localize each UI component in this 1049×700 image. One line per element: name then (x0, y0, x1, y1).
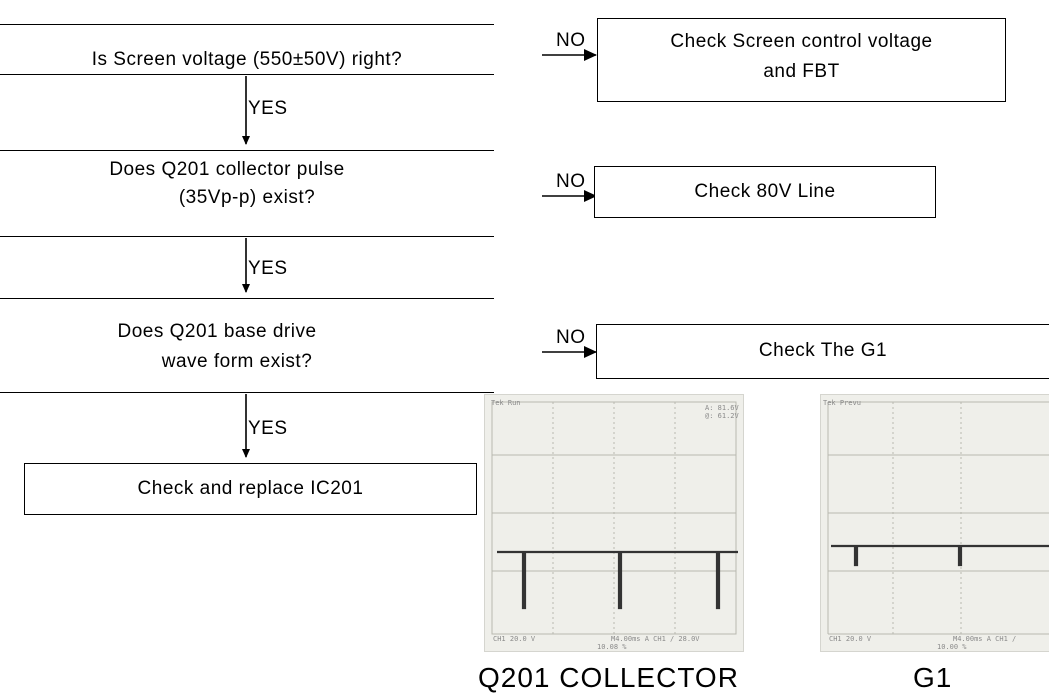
scope-grid (491, 401, 737, 635)
caption-q201-collector: Q201 COLLECTOR (478, 662, 739, 693)
action-box-g1: Check The G1 (596, 324, 1049, 379)
final-action-text: Check and replace IC201 (137, 478, 364, 499)
action-80v-line-text: Check 80V Line (694, 181, 836, 202)
divider-1 (0, 74, 494, 75)
yes-label-1: YES (248, 98, 288, 119)
question-screen-voltage: Is Screen voltage (550±50V) right? (91, 49, 403, 70)
scope-right-footer-pct: 10.00 % (937, 643, 967, 651)
scope-left-footer-time: M4.00ms A CH1 / 28.0V (611, 635, 700, 643)
scope-g1: Tek Prevu CH1 20.0 V M4.00ms A CH1 / 10.… (820, 394, 1049, 652)
action-box-80v-line: Check 80V Line (594, 166, 936, 218)
question-base-drive-line1: Does Q201 base drive (117, 321, 317, 342)
no-label-3: NO (556, 327, 586, 348)
divider-5 (0, 392, 494, 393)
yes-label-3: YES (248, 418, 288, 439)
no-label-1: NO (556, 30, 586, 51)
scope-left-readout-2: @: 61.2V (705, 412, 740, 420)
scope-left-footer-ch: CH1 20.0 V (493, 635, 536, 643)
flow-arrows (242, 76, 250, 458)
question-collector-pulse-line1: Does Q201 collector pulse (109, 159, 345, 180)
action-box-screen-control: Check Screen control voltage and FBT (597, 18, 1006, 102)
scope-left-header: Tek Run (491, 399, 521, 407)
caption-g1: G1 (913, 662, 953, 693)
no-arrows (542, 49, 597, 358)
scope-right-header: Tek Prevu (823, 399, 861, 407)
scope-right-footer-time: M4.00ms A CH1 / (953, 635, 1016, 643)
scope-waveform (497, 550, 738, 610)
divider-3 (0, 236, 494, 237)
action-screen-control-line2: and FBT (763, 61, 840, 82)
scope-waveform (831, 544, 1049, 567)
scope-left-readout-1: A: 81.6V (705, 404, 740, 412)
scope-left-footer-pct: 10.08 % (597, 643, 627, 651)
action-screen-control-line1: Check Screen control voltage (670, 31, 933, 52)
question-base-drive-line2: wave form exist? (161, 351, 313, 372)
scope-q201-collector: Tek Run A: 81.6V @: 61.2V CH1 20.0 V M4.… (484, 394, 744, 652)
yes-label-2: YES (248, 258, 288, 279)
action-g1-text: Check The G1 (758, 340, 888, 361)
no-label-2: NO (556, 171, 586, 192)
scope-right-footer-ch: CH1 20.0 V (829, 635, 872, 643)
divider-top (0, 24, 494, 25)
divider-2 (0, 150, 494, 151)
divider-4 (0, 298, 494, 299)
final-box: Check and replace IC201 (24, 463, 477, 515)
scope-grid (827, 401, 1049, 635)
question-collector-pulse-line2: (35Vp-p) exist? (178, 187, 316, 208)
